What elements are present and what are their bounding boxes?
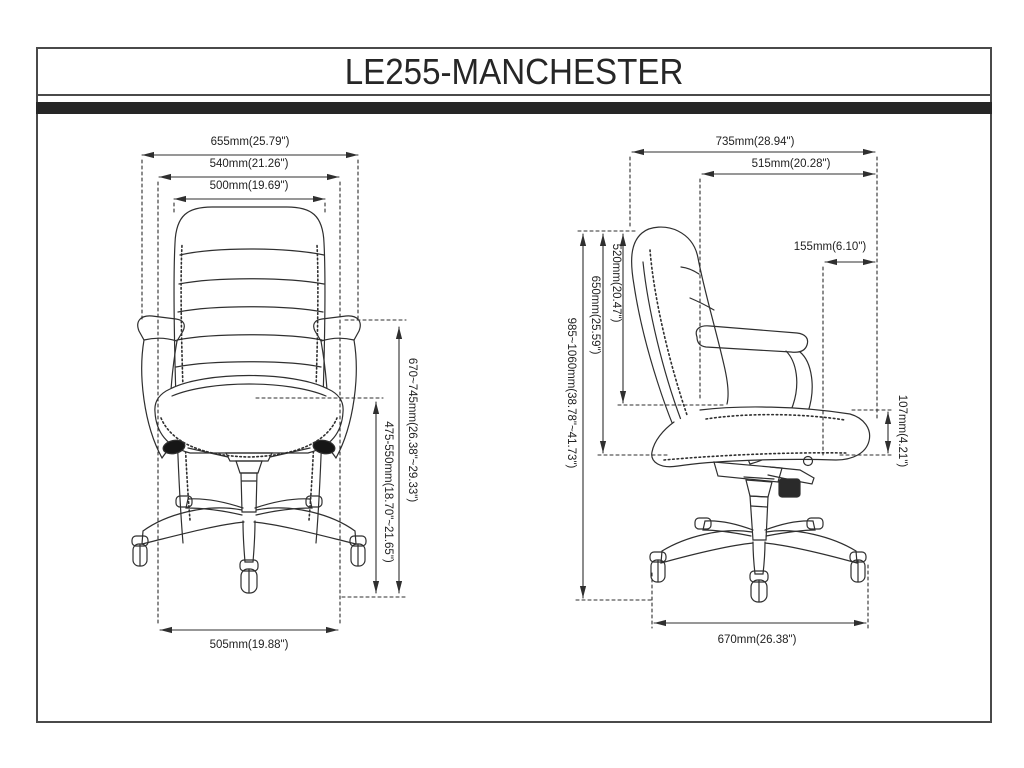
dim-seat-front-thickness: 107mm(4.21") [896,394,908,468]
dim-base-width: 505mm(19.88") [209,639,289,651]
title-box: LE255-MANCHESTER [36,47,992,96]
dim-backrest-height-range: 670~745mm(26.38"~29.33") [406,357,418,503]
front-base [131,495,367,594]
dim-seat-depth: 515mm(20.28") [751,158,831,170]
side-seat [651,406,871,468]
dim-base-depth: 670mm(26.38") [717,634,797,646]
dim-overall-depth: 735mm(28.94") [715,136,795,148]
side-dimension-lines [575,148,895,629]
dim-overall-width: 655mm(25.79") [210,136,290,148]
dim-armrest-width: 540mm(21.26") [209,158,289,170]
front-mechanism [162,439,336,513]
product-title: LE255-MANCHESTER [344,50,684,92]
dim-backrest-height: 520mm(20.47") [610,243,622,323]
front-view-drawing [131,151,407,634]
front-backrest [173,206,326,544]
dim-seat-height-range: 475-550mm(18.70"~21.65") [382,421,394,563]
front-seat [154,374,344,458]
dim-backrest-width: 500mm(19.69") [209,180,289,192]
front-dimension-lines [141,151,407,634]
side-base [649,517,867,603]
dim-overall-height-range: 985~1060mm(38.78"~41.73") [565,317,577,469]
side-backrest [631,226,729,459]
side-view-drawing [575,148,895,629]
dim-arm-height: 650mm(25.59") [589,275,601,355]
divider-bar [36,102,992,114]
dim-armrest-setback: 155mm(6.10") [793,241,867,253]
side-mechanism [713,455,815,541]
